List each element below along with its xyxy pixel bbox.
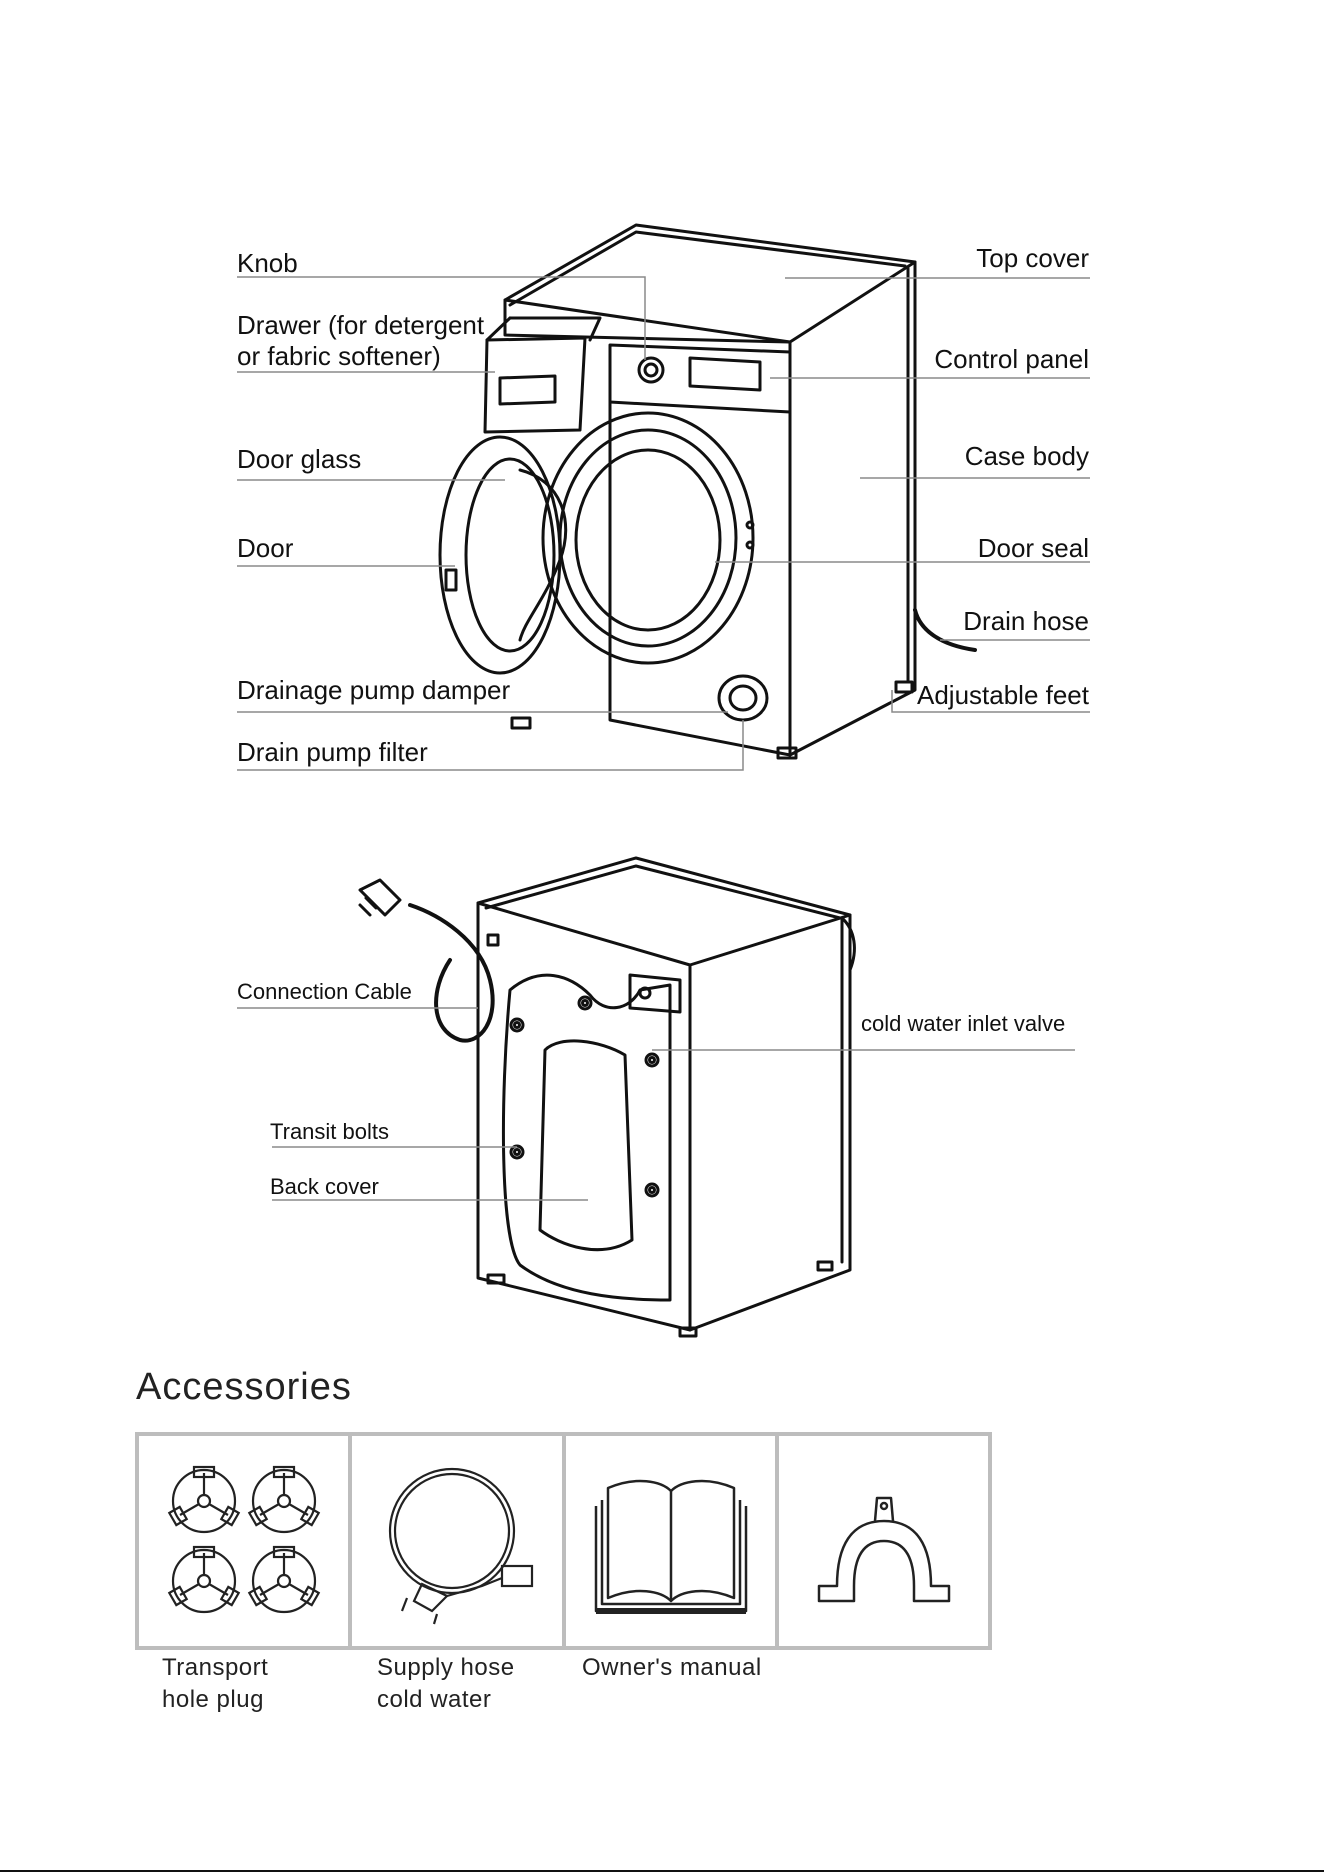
label-adjustable-feet: Adjustable feet	[916, 680, 1089, 710]
transport-hole-plug-icon	[167, 1465, 321, 1614]
label-back-cover: Back cover	[270, 1174, 379, 1199]
front-washer-illustration	[237, 223, 1090, 771]
label-drawer-line2: or fabric softener)	[237, 341, 441, 371]
accessory-cell-supply-hose	[352, 1436, 566, 1646]
label-drain-hose: Drain hose	[963, 606, 1089, 636]
label-drawer-line1: Drawer (for detergent	[237, 310, 485, 340]
accessories-grid	[135, 1432, 992, 1650]
accessory-caption-3-line1: Owner's manual	[582, 1654, 762, 1681]
label-drain-pump-filter: Drain pump filter	[237, 737, 428, 767]
label-case-body: Case body	[964, 441, 1089, 471]
label-knob: Knob	[237, 248, 298, 278]
accessories-title: Accessories	[136, 1366, 352, 1408]
label-cold-water-inlet-valve: cold water inlet valve	[861, 1011, 1066, 1036]
accessory-cell-transport-hole-plug	[139, 1436, 353, 1646]
label-drainage-pump-damper: Drainage pump damper	[237, 675, 511, 705]
hose-bracket-icon	[817, 1496, 950, 1603]
label-control-panel: Control panel	[934, 344, 1089, 374]
accessory-caption-1-line1: Transport	[162, 1654, 269, 1681]
accessory-cell-owners-manual	[566, 1436, 779, 1646]
accessory-caption-2-line1: Supply hose	[377, 1654, 515, 1681]
label-connection-cable: Connection Cable	[237, 979, 412, 1004]
owners-manual-icon	[594, 1479, 747, 1614]
page-footer-rule	[0, 1870, 1324, 1872]
label-transit-bolts: Transit bolts	[270, 1119, 390, 1144]
label-door-seal: Door seal	[977, 533, 1089, 563]
accessory-cell-hose-bracket	[779, 1436, 988, 1646]
label-door: Door	[237, 533, 294, 563]
supply-hose-icon	[389, 1467, 534, 1625]
label-top-cover: Top cover	[976, 243, 1089, 273]
back-washer-illustration	[237, 856, 1075, 1338]
label-door-glass: Door glass	[237, 444, 362, 474]
accessory-caption-2-line2: cold water	[377, 1686, 492, 1713]
accessory-caption-1-line2: hole plug	[162, 1686, 264, 1713]
